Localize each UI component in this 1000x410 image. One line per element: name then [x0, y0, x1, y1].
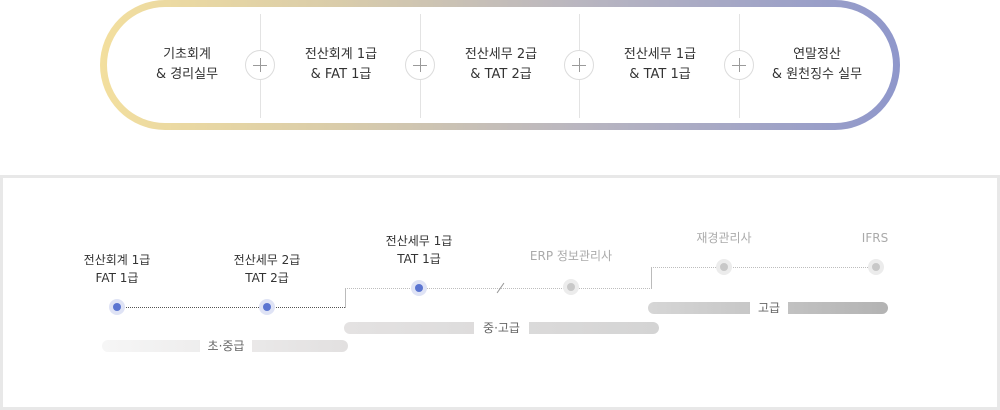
plus-icon [245, 50, 275, 80]
step-dot-active [109, 299, 125, 315]
course-item-computer-accounting-1: 전산회계 1급 & FAT 1급 [262, 7, 420, 123]
step-title: IFRS [861, 231, 889, 245]
plus-icon [724, 50, 754, 80]
connector-line [117, 307, 345, 308]
course-item-title: 전산회계 1급 [304, 47, 378, 62]
roadmap-step-computer-tax-1: 전산세무 1급 TAT 1급 [359, 232, 479, 268]
plus-icon [405, 50, 435, 80]
step-title: 전산세무 1급 [385, 234, 453, 248]
step-subtitle: TAT 2급 [245, 271, 289, 285]
step-dot-active [411, 280, 427, 296]
step-title: 전산회계 1급 [83, 253, 151, 267]
step-dot-inactive [563, 279, 579, 295]
certification-roadmap [0, 175, 1000, 410]
step-dot-inactive [716, 259, 732, 275]
course-item-year-end-settlement: 연말정산 & 원천징수 실무 [741, 7, 893, 123]
roadmap-step-computer-accounting-1: 전산회계 1급 FAT 1급 [57, 251, 177, 287]
course-item-title: 전산세무 2급 [464, 47, 538, 62]
step-title: 전산세무 2급 [233, 253, 301, 267]
level-label-beginner: 초·중급 [200, 339, 252, 353]
step-subtitle: TAT 1급 [397, 252, 441, 266]
roadmap-step-computer-tax-2: 전산세무 2급 TAT 2급 [207, 251, 327, 287]
course-item-title: 연말정산 [793, 47, 841, 62]
course-item-title: 기초회계 [163, 47, 211, 62]
step-subtitle: FAT 1급 [95, 271, 139, 285]
plus-icon [564, 50, 594, 80]
course-item-title: 전산세무 1급 [623, 47, 697, 62]
course-item-subtitle: & TAT 1급 [629, 67, 691, 82]
course-item-computer-tax-2: 전산세무 2급 & TAT 2급 [422, 7, 580, 123]
roadmap-step-financial-manager: 재경관리사 [664, 229, 784, 247]
course-item-subtitle: & TAT 2급 [470, 67, 532, 82]
course-path-capsule-inner [107, 7, 893, 123]
course-item-subtitle: & FAT 1급 [310, 67, 372, 82]
step-title: 재경관리사 [696, 231, 752, 245]
roadmap-step-ifrs: IFRS [815, 229, 935, 247]
step-dot-inactive [868, 259, 884, 275]
level-label-advanced: 고급 [750, 301, 788, 315]
level-label-intermediate: 중·고급 [474, 321, 529, 335]
course-item-computer-tax-1: 전산세무 1급 & TAT 1급 [581, 7, 739, 123]
roadmap-step-erp: ERP 정보관리사 [511, 247, 631, 265]
course-item-subtitle: & 원천징수 실무 [771, 67, 863, 82]
course-item-subtitle: & 경리실무 [155, 67, 219, 82]
connector-step-up [651, 267, 652, 288]
course-item-basic-accounting: 기초회계 & 경리실무 [108, 7, 266, 123]
connector-step-up [345, 288, 346, 308]
connector-line [651, 267, 876, 268]
step-dot-active [259, 299, 275, 315]
step-title: ERP 정보관리사 [529, 249, 613, 263]
